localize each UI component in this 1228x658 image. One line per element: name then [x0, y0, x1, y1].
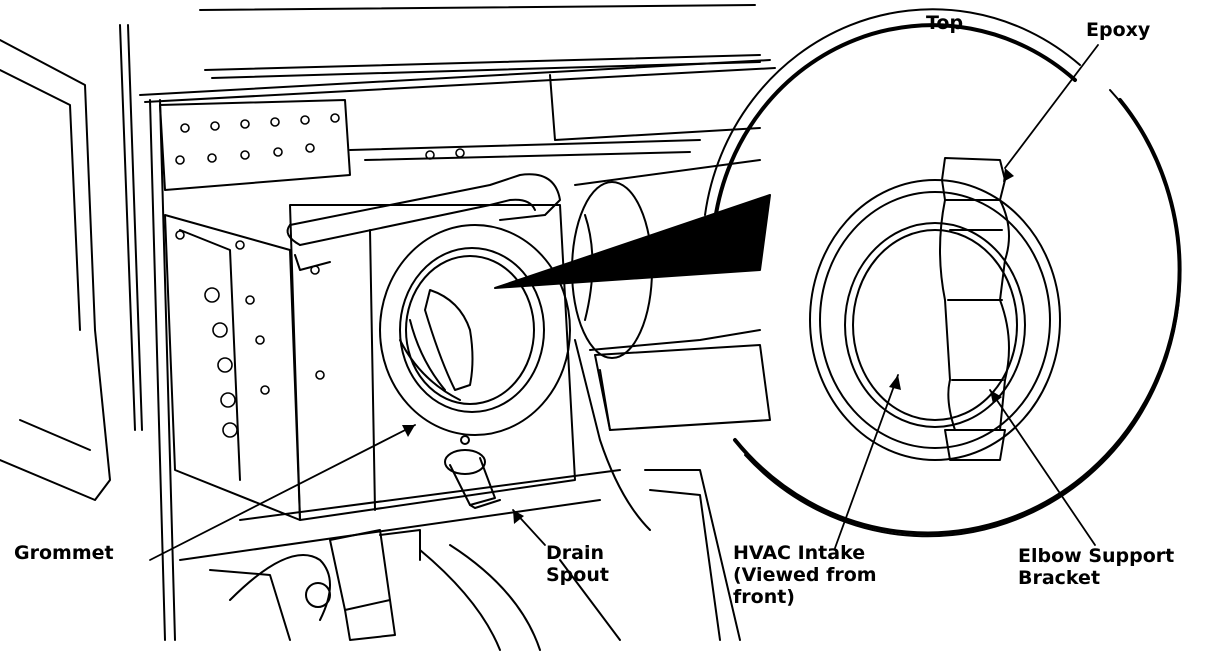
inset-view [704, 8, 1182, 538]
left-panel [0, 39, 111, 501]
label-elbow-support-bracket: Elbow Support Bracket [1018, 545, 1174, 589]
label-drain-spout-line2: Spout [546, 564, 609, 586]
label-hvac-intake-line1: HVAC Intake [733, 542, 866, 564]
cabinet-panel [119, 4, 776, 641]
callout-wedge [494, 194, 771, 289]
handle [286, 173, 561, 271]
label-hvac-intake-line2: (Viewed from [733, 564, 877, 586]
label-grommet: Grommet [14, 542, 114, 564]
side-bracket [164, 214, 325, 521]
leader-lines [149, 44, 1099, 561]
label-elbow-line2: Bracket [1018, 567, 1101, 589]
drain-spout [444, 435, 501, 509]
arrowheads [402, 168, 1014, 524]
label-hvac-intake: HVAC Intake (Viewed from front) [733, 542, 877, 608]
base [179, 469, 621, 651]
lower-box [594, 344, 771, 431]
label-top: Top [926, 12, 964, 34]
intake-housing [289, 204, 576, 521]
label-drain-spout-line1: Drain [546, 542, 605, 564]
label-hvac-intake-line3: front) [733, 586, 795, 608]
hose [574, 339, 741, 641]
label-drain-spout: Drain Spout [546, 542, 609, 586]
label-epoxy: Epoxy [1086, 19, 1151, 41]
rivet-strip [159, 99, 465, 191]
label-elbow-line1: Elbow Support [1018, 545, 1175, 567]
